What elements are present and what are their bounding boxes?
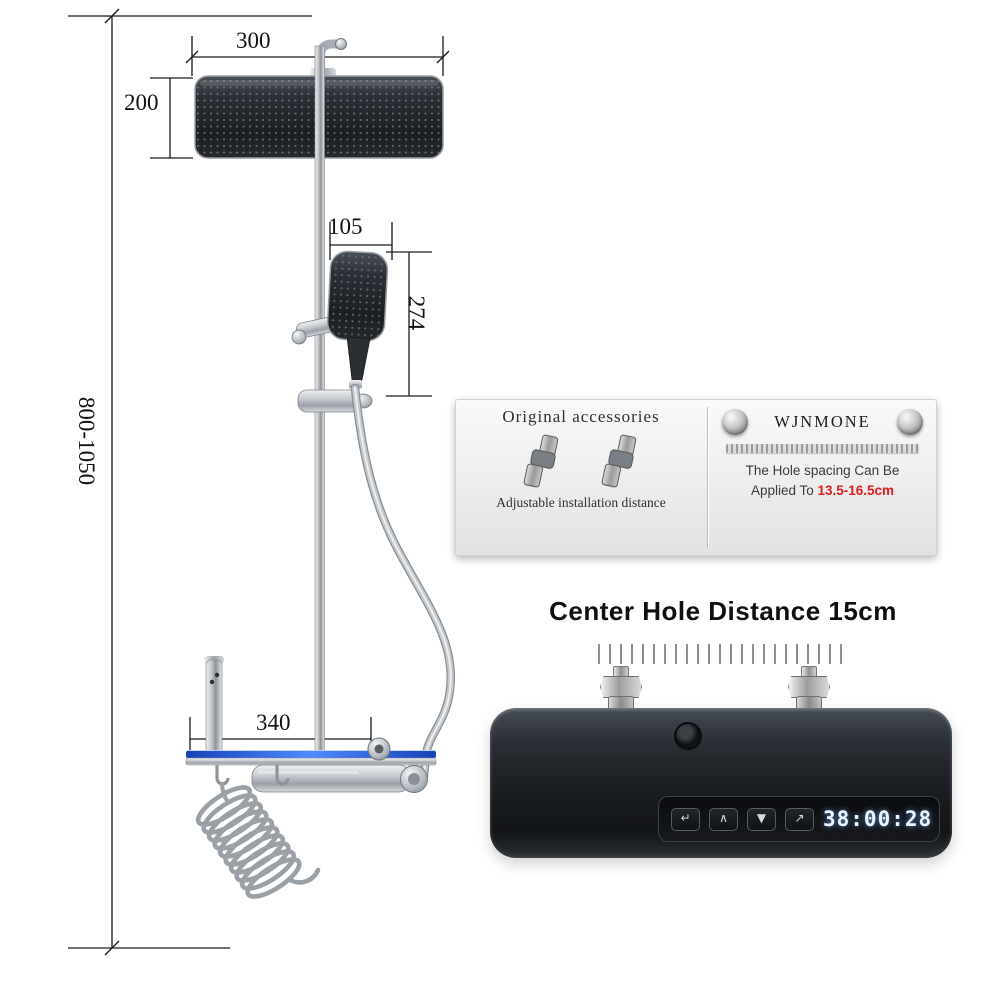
- return-button-icon: ↵: [671, 807, 700, 831]
- control-strip: ↵ ∧ ▼ ↗ 38:00:28: [658, 796, 940, 842]
- center-hole-distance-title: Center Hole Distance 15cm: [549, 596, 897, 626]
- digital-display: 38:00:28: [823, 807, 933, 831]
- fitting-nut: [788, 676, 830, 698]
- adjustable-fittings: [516, 434, 646, 490]
- adjustable-fitting-icon: [523, 434, 559, 488]
- thermostat-panel-body: ↵ ∧ ▼ ↗ 38:00:28: [490, 708, 952, 858]
- hole-spacing-note: The Hole spacing Can Be Applied To 13.5-…: [718, 461, 927, 500]
- brand-name: WJNMONE: [774, 412, 871, 431]
- measuring-scale-icon: [598, 644, 850, 664]
- down-button-icon: ▼: [747, 807, 776, 831]
- up-button-icon: ∧: [709, 807, 738, 831]
- inlet-fitting-icon: [600, 666, 642, 714]
- dim-hand-width: 105: [328, 214, 363, 239]
- hole-spacing-prefix: Applied To: [750, 482, 818, 498]
- shelf-valve-body: [185, 737, 437, 793]
- screw-head-icon: [722, 409, 748, 435]
- spout-column: [204, 656, 224, 757]
- hole-spacing-note-line1: The Hole spacing Can Be: [745, 463, 900, 478]
- dim-head-height: 200: [124, 90, 159, 115]
- hole-spacing-range: 13.5-16.5cm: [817, 482, 895, 498]
- control-unit-figure: Center Hole Distance 15cm ↵ ∧ ▼ ↗ 38:00:…: [488, 596, 958, 886]
- fitting-nut: [600, 676, 642, 698]
- dim-overall-height: 800-1050: [74, 396, 99, 486]
- hole-spacing-note-line2: Applied To 13.5-16.5cm: [718, 481, 927, 501]
- accessories-caption: Adjustable installation distance: [496, 495, 666, 510]
- accessories-right-panel: WJNMONE The Hole spacing Can Be Applied …: [708, 399, 937, 556]
- screw-head-icon: [897, 409, 923, 435]
- spring-coil-hose: [195, 781, 321, 899]
- adjustable-fitting-icon: [601, 434, 637, 488]
- brand-row: WJNMONE: [718, 409, 927, 435]
- accessories-left-panel: Original accessories A: [455, 399, 707, 556]
- divider: [707, 407, 708, 548]
- accessories-inset-box: Original accessories A: [455, 399, 937, 556]
- diagonal-arrow-button-icon: ↗: [785, 807, 814, 831]
- accessories-title: Original accessories: [502, 407, 660, 426]
- dim-head-width: 300: [236, 28, 271, 53]
- knurled-rail-icon: [726, 444, 919, 453]
- shower-hose: [350, 383, 456, 781]
- dim-shelf-width: 340: [256, 710, 291, 735]
- dim-hand-height: 274: [404, 295, 429, 331]
- inlet-fitting-icon: [788, 666, 830, 714]
- hand-shower: [291, 250, 389, 389]
- diverter-port-icon: [674, 722, 702, 750]
